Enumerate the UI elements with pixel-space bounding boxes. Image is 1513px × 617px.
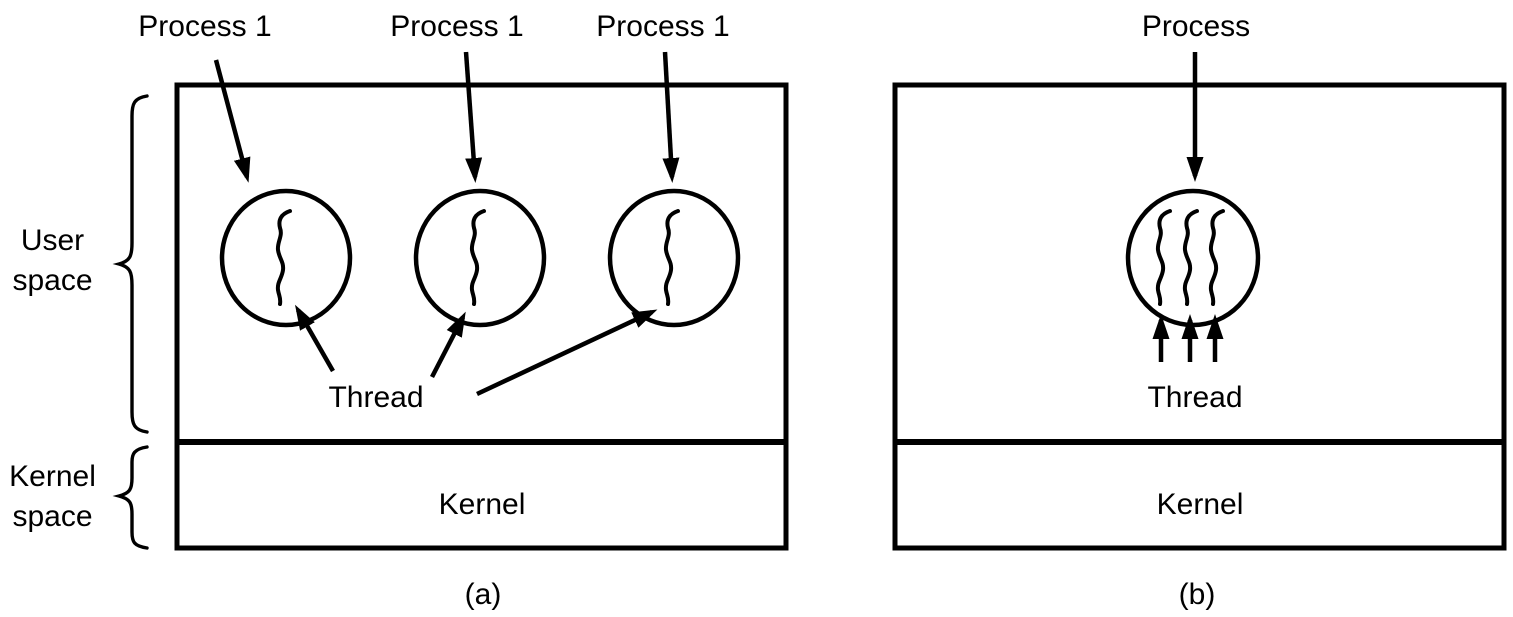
caption-a: (a) [464,578,502,611]
thread-squiggle-b2 [1182,209,1199,306]
thread-squiggle-b3 [1208,209,1225,306]
thread-label-b: Thread [1147,381,1243,414]
user-space-brace [112,94,149,434]
thread-squiggle-a1 [275,209,292,306]
process-arrow-a2 [463,51,483,183]
process-circle-a1 [219,188,353,328]
thread-arrow-a1 [295,304,335,373]
kernel-space-brace [112,445,149,550]
thread-squiggle-a3 [663,209,680,306]
panel-b-box [892,82,1507,551]
process-arrow-a1 [213,59,251,183]
process-label-b: Process [1141,10,1251,43]
process-arrow-a3 [662,51,680,183]
thread-arrow-a3 [476,309,658,397]
thread-arrow-a2 [430,311,466,379]
process-label-a3: Process 1 [596,10,730,43]
kernel-space-label: Kernel space [9,460,96,533]
kernel-label-a: Kernel [438,488,526,521]
panel-a-box [174,82,789,551]
thread-squiggle-a2 [469,209,486,306]
user-space-label: User space [12,224,93,297]
thread-squiggle-b1 [1155,209,1172,306]
thread-label-a: Thread [328,381,424,414]
process-circle-a2 [413,188,547,328]
process-circle-a3 [607,188,741,328]
kernel-label-b: Kernel [1156,488,1244,521]
process-label-a1: Process 1 [138,10,272,43]
process-label-a2: Process 1 [390,10,524,43]
caption-b: (b) [1178,578,1216,611]
